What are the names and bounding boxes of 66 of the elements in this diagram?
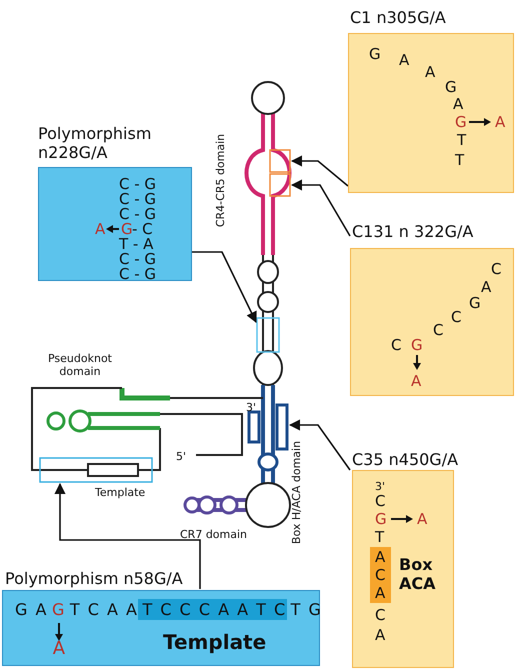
nucleotide-letter: A	[411, 373, 422, 389]
domain-label: CR7 domain	[180, 528, 248, 541]
nucleotide-letter: C - G	[119, 176, 156, 192]
nucleotide-letter: C - G	[119, 251, 156, 267]
nucleotide-letter: T	[455, 152, 464, 168]
nucleotide-letter: G	[411, 337, 423, 353]
nucleotide-letter: A	[417, 511, 428, 527]
nucleotide-letter: T C A A	[68, 599, 138, 620]
nucleotide-letter: C	[491, 261, 502, 277]
nucleotide-letter: T	[375, 529, 384, 545]
domain-label: Box H/ACA domain	[290, 440, 303, 544]
nucleotide-letter: C	[451, 309, 462, 325]
highlight-box	[256, 317, 280, 353]
leader-arrow	[54, 482, 201, 589]
nucleotide-letter: C	[375, 567, 386, 583]
nucleotide-letter: T	[457, 132, 466, 148]
nucleotide-letter: C	[391, 337, 402, 353]
nucleotide-letter: G	[455, 114, 467, 130]
end-label: 5'	[176, 450, 186, 463]
leader-arrow	[190, 251, 257, 323]
nucleotide-letter: A	[52, 641, 66, 657]
nucleotide-letter: A	[399, 52, 410, 68]
leader-arrow	[290, 179, 351, 236]
end-label: 3'	[246, 401, 256, 414]
nucleotide-letter: C	[433, 322, 444, 338]
highlight-box	[39, 457, 153, 483]
nucleotide-letter: G	[369, 46, 381, 62]
nucleotide-letter: C - G	[119, 206, 156, 222]
box-label: Box ACA	[399, 555, 437, 593]
nucleotide-letter: G	[50, 599, 66, 620]
polymorphism-heading: C131 n 322G/A	[352, 222, 474, 241]
nucleotide-letter: A	[375, 585, 386, 601]
highlight-box	[269, 173, 291, 197]
box-caption: Template	[95, 486, 146, 499]
polymorphism-heading: C1 n305G/A	[350, 8, 446, 27]
highlight-box	[269, 149, 291, 173]
nucleotide-letter: C	[375, 493, 386, 509]
nucleotide-letter: T G	[290, 599, 322, 620]
template-label: Template	[163, 631, 266, 653]
domain-label: CR4-CR5 domain	[214, 133, 227, 227]
domain-label: Pseudoknot domain	[46, 352, 113, 378]
nucleotide-letter: G A	[14, 599, 48, 620]
nucleotide-letter: A	[481, 279, 492, 295]
polymorphism-heading: C35 n450G/A	[352, 450, 458, 469]
nucleotide-letter: G	[445, 79, 457, 95]
polymorphism-heading: Polymorphism n58G/A	[5, 569, 183, 588]
nucleotide-letter: A	[95, 221, 106, 237]
nucleotide-letter: C	[375, 607, 386, 623]
nucleotide-letter: T - A	[119, 236, 154, 252]
nucleotide-letter: A	[375, 549, 386, 565]
nucleotide-letter: A	[375, 627, 386, 643]
nucleotide-letter: G	[121, 221, 133, 237]
nucleotide-letter: A	[425, 64, 436, 80]
leader-arrow	[288, 419, 351, 470]
nucleotide-letter: G	[469, 295, 481, 311]
nucleotide-letter: A	[495, 114, 506, 130]
leader-arrow	[290, 155, 349, 187]
nucleotide-letter: A	[453, 96, 464, 112]
polymorphism-heading: Polymorphism n228G/A	[38, 124, 152, 162]
nucleotide-letter: G	[375, 511, 387, 527]
nucleotide-letter: - C	[132, 221, 153, 237]
stem-box	[276, 404, 288, 450]
nucleotide-letter: C - G	[119, 266, 156, 282]
template-sequence: T C C C A A T C	[138, 599, 287, 620]
nucleotide-letter: 3'	[375, 479, 386, 494]
nucleotide-letter: C - G	[119, 191, 156, 207]
